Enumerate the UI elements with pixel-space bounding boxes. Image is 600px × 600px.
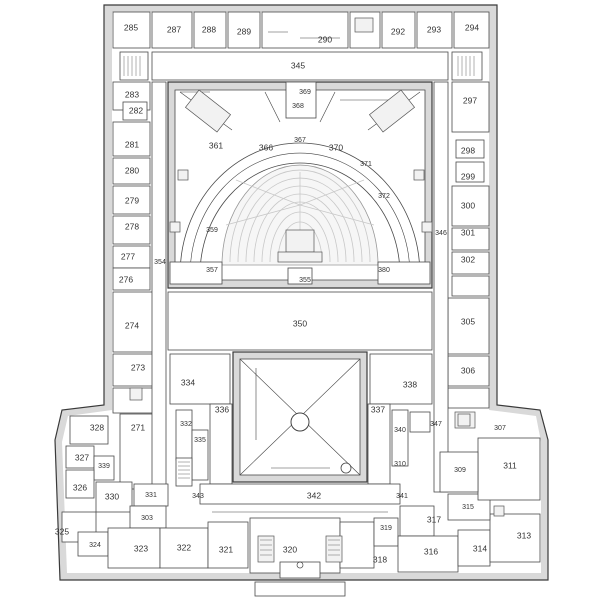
- room-327: 327: [75, 452, 89, 462]
- west-wing: [112, 81, 167, 493]
- room-324: 324: [89, 542, 101, 549]
- stairs-northwest: [119, 51, 149, 81]
- room-350: 350: [293, 318, 307, 328]
- room-316: 316: [424, 546, 438, 556]
- room-322: 322: [177, 542, 191, 552]
- room-368: 368: [292, 103, 304, 110]
- room-325: 325: [55, 526, 69, 536]
- room-279: 279: [125, 195, 139, 205]
- room-319: 319: [380, 525, 392, 532]
- room-302: 302: [461, 254, 475, 264]
- room-277: 277: [121, 251, 135, 261]
- room-271: 271: [131, 422, 145, 432]
- lobby: [167, 291, 433, 351]
- room-335: 335: [194, 437, 206, 444]
- room-314: 314: [473, 543, 487, 553]
- room-274: 274: [125, 320, 139, 330]
- room-371: 371: [360, 161, 372, 168]
- room-298: 298: [461, 145, 475, 155]
- room-354: 354: [154, 259, 166, 266]
- room-280: 280: [125, 165, 139, 175]
- room-361: 361: [209, 140, 223, 150]
- room-303: 303: [141, 515, 153, 522]
- elevator-markers: [129, 169, 505, 517]
- south-wing: [61, 415, 541, 597]
- room-347: 347: [430, 421, 442, 428]
- room-337: 337: [371, 404, 385, 414]
- room-306: 306: [461, 365, 475, 375]
- room-338: 338: [403, 379, 417, 389]
- room-293: 293: [427, 24, 441, 34]
- room-317: 317: [427, 514, 441, 524]
- room-328: 328: [90, 422, 104, 432]
- room-355: 355: [299, 277, 311, 284]
- room-332: 332: [180, 421, 192, 428]
- room-276: 276: [119, 274, 133, 284]
- room-283: 283: [125, 89, 139, 99]
- room-357: 357: [206, 267, 218, 274]
- room-326: 326: [73, 482, 87, 492]
- room-294: 294: [465, 22, 479, 32]
- courtyard: [232, 351, 368, 483]
- room-290: 290: [318, 34, 332, 44]
- room-278: 278: [125, 221, 139, 231]
- room-289: 289: [237, 26, 251, 36]
- room-318: 318: [373, 554, 387, 564]
- room-380: 380: [378, 267, 390, 274]
- room-339: 339: [98, 463, 110, 470]
- room-288: 288: [202, 24, 216, 34]
- room-297: 297: [463, 95, 477, 105]
- room-310: 310: [394, 461, 406, 468]
- room-299: 299: [461, 171, 475, 181]
- stairs-northeast: [451, 51, 483, 81]
- room-341: 341: [396, 493, 408, 500]
- room-307: 307: [494, 425, 506, 432]
- room-305: 305: [461, 316, 475, 326]
- room-311: 311: [503, 460, 517, 470]
- courtyard-wings: [169, 353, 476, 487]
- room-285: 285: [124, 22, 138, 32]
- room-309: 309: [454, 467, 466, 474]
- east-wing: [433, 81, 490, 493]
- assembly-hall: [167, 81, 433, 289]
- room-370: 370: [329, 142, 343, 152]
- room-346: 346: [435, 230, 447, 237]
- room-372: 372: [378, 193, 390, 200]
- room-330: 330: [105, 491, 119, 501]
- room-321: 321: [219, 544, 233, 554]
- room-273: 273: [131, 362, 145, 372]
- room-331: 331: [145, 492, 157, 499]
- room-313: 313: [517, 530, 531, 540]
- room-320: 320: [283, 544, 297, 554]
- room-281: 281: [125, 139, 139, 149]
- north-wing: [112, 11, 490, 81]
- room-323: 323: [134, 543, 148, 553]
- room-287: 287: [167, 24, 181, 34]
- room-343: 343: [192, 493, 204, 500]
- room-340: 340: [394, 427, 406, 434]
- room-labels: 285 287 288 289 290 292 293 294 345 368 …: [55, 22, 531, 564]
- room-367: 367: [294, 137, 306, 144]
- room-345: 345: [291, 60, 305, 70]
- room-366: 366: [259, 142, 273, 152]
- room-369: 369: [299, 89, 311, 96]
- room-301: 301: [461, 227, 475, 237]
- room-334: 334: [181, 377, 195, 387]
- room-342: 342: [307, 490, 321, 500]
- room-282: 282: [129, 105, 143, 115]
- room-315: 315: [462, 504, 474, 511]
- room-336: 336: [215, 404, 229, 414]
- room-292: 292: [391, 26, 405, 36]
- room-359: 359: [206, 227, 218, 234]
- room-300: 300: [461, 200, 475, 210]
